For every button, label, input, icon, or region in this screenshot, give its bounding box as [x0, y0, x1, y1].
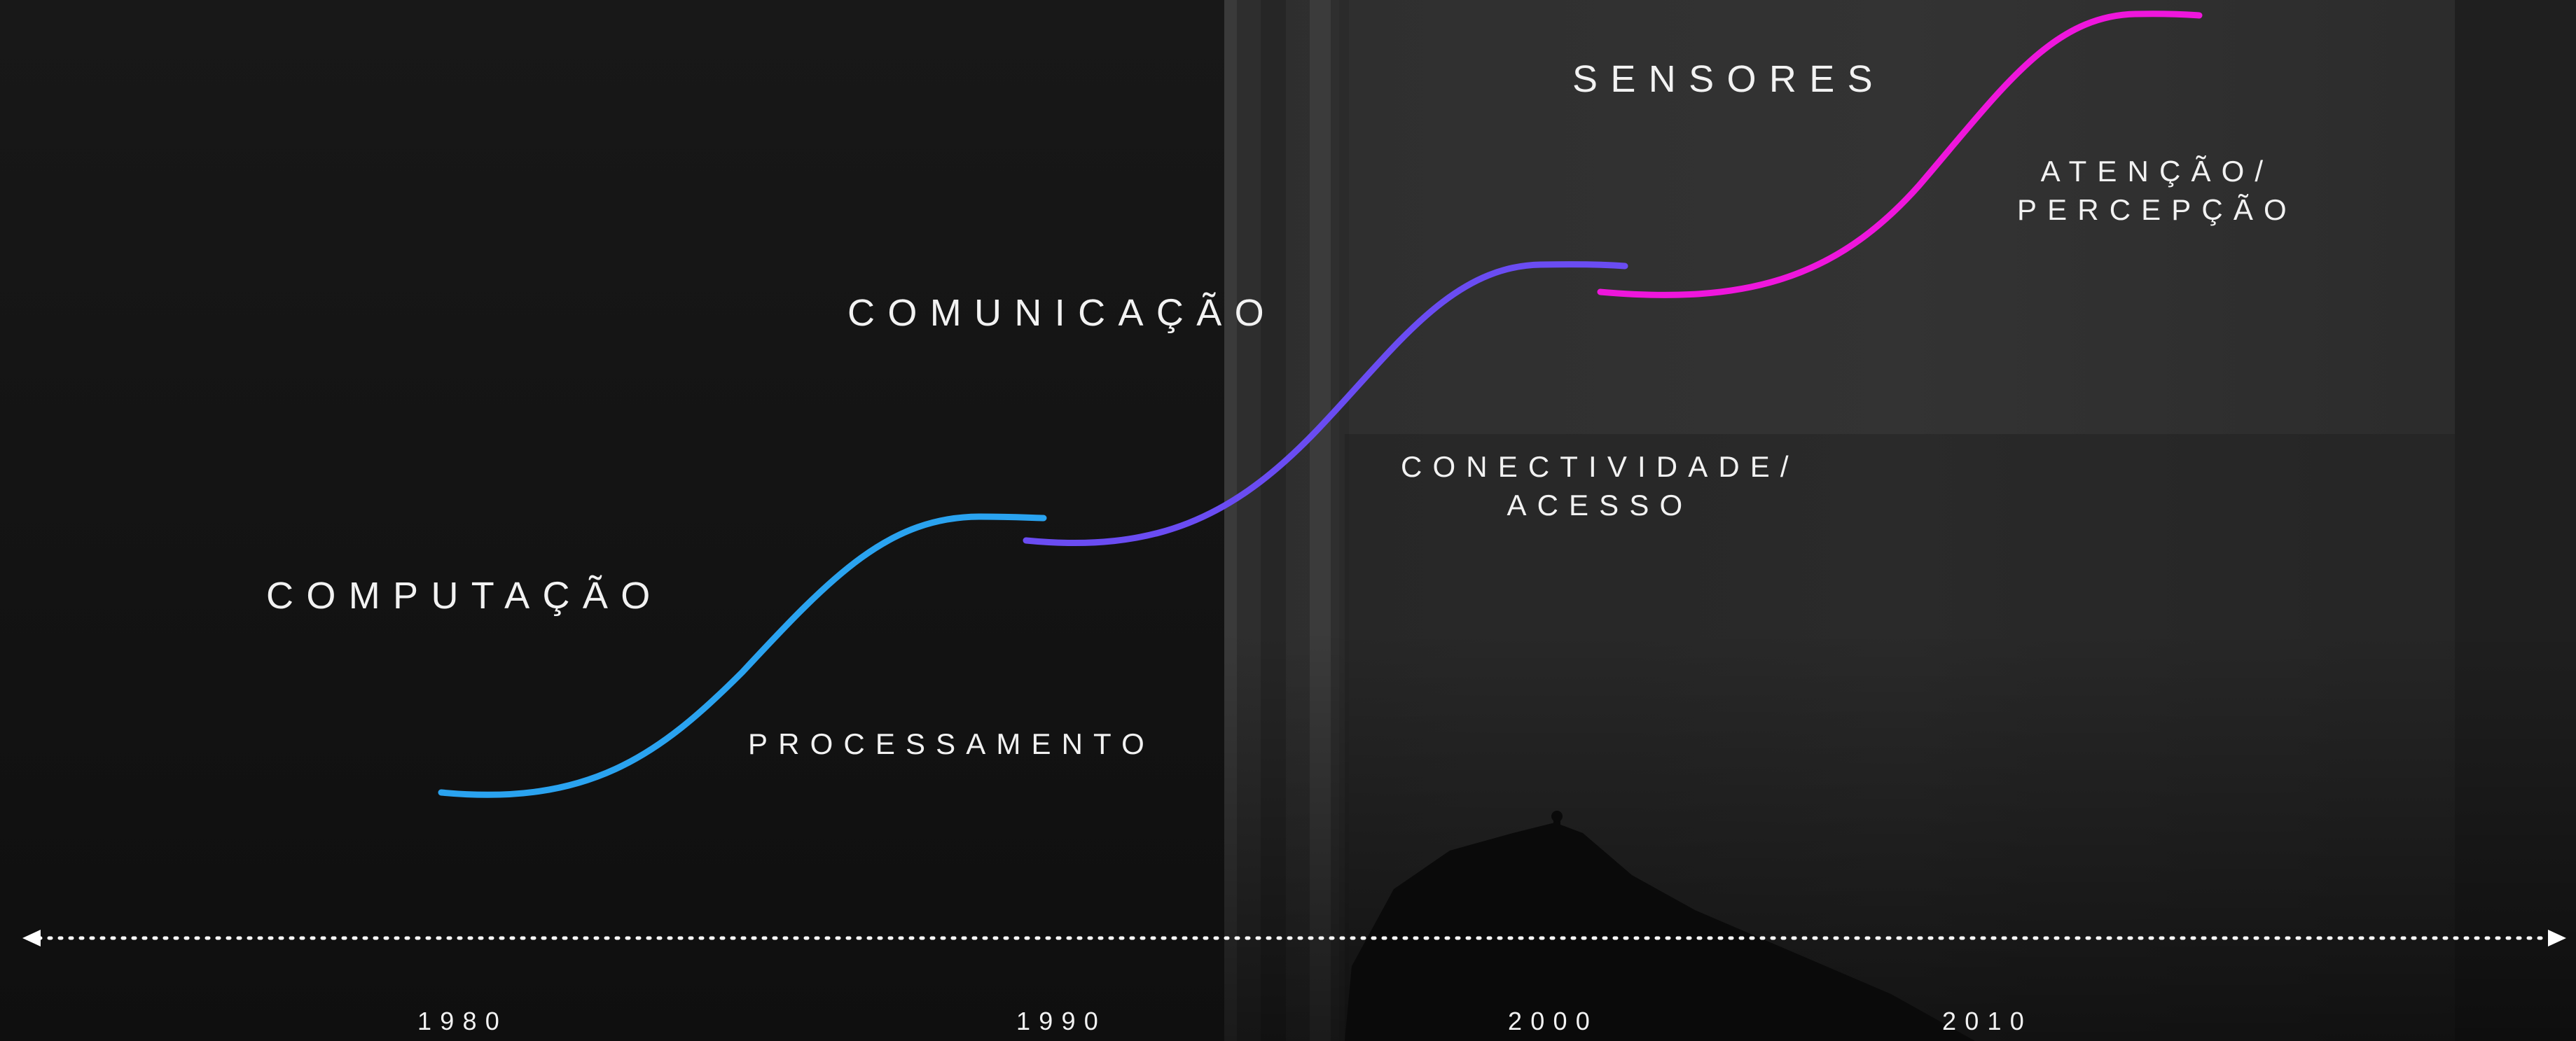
sensores-curve — [1597, 11, 2203, 298]
conectividade-line-1: CONECTIVIDADE/ — [1401, 450, 1799, 483]
atencao-line-1: ATENÇÃO/ — [2040, 155, 2274, 188]
year-2010: 2010 — [1942, 1007, 2033, 1035]
right-arrow-icon — [2548, 930, 2566, 946]
atencao-line-2: PERCEPÇÃO — [2017, 193, 2297, 226]
year-2000: 2000 — [1508, 1007, 1599, 1035]
comunicacao-curve — [1023, 261, 1628, 547]
year-1990: 1990 — [1016, 1007, 1107, 1035]
timeline-axis — [22, 930, 2566, 946]
sensores-title: SENSORES — [1572, 58, 1885, 100]
conectividade-label: CONECTIVIDADE/ ACESSO — [1401, 448, 1799, 524]
left-arrow-icon — [22, 930, 41, 946]
conectividade-line-2: ACESSO — [1507, 488, 1694, 522]
computacao-title: COMPUTAÇÃO — [266, 575, 663, 617]
comunicacao-title: COMUNICAÇÃO — [847, 292, 1277, 334]
processamento-label: PROCESSAMENTO — [748, 727, 1155, 760]
year-1980: 1980 — [417, 1007, 508, 1035]
computacao-curve — [438, 513, 1047, 798]
atencao-label: ATENÇÃO/ PERCEPÇÃO — [2017, 153, 2297, 229]
